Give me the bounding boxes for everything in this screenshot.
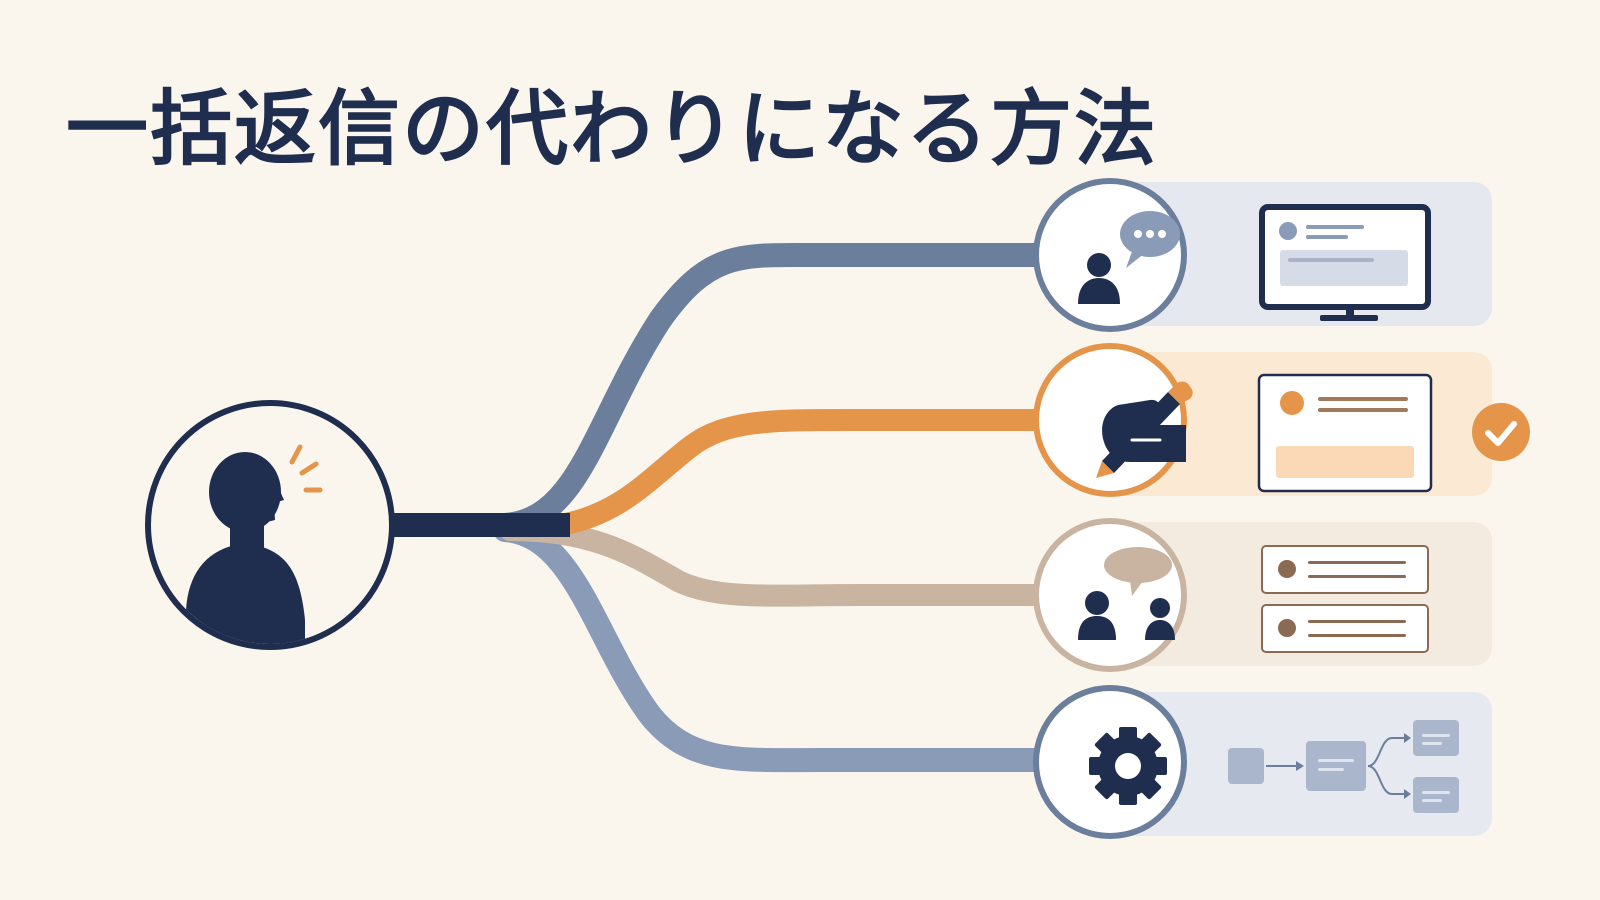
connector-option-4 bbox=[493, 518, 1070, 773]
desktop-monitor-message-icon bbox=[1259, 204, 1431, 321]
idea-spark-icon bbox=[289, 444, 323, 493]
stacked-message-cards-icon bbox=[1261, 545, 1429, 653]
connector-option-3 bbox=[499, 519, 1069, 607]
two-people-speech-bubble-icon bbox=[1078, 547, 1175, 640]
option-node-1[interactable] bbox=[1033, 178, 1187, 332]
option-node-3[interactable] bbox=[1033, 518, 1187, 672]
connector-option-1 bbox=[493, 242, 1070, 537]
hand-pencil-icon bbox=[1096, 381, 1193, 478]
source-trunk bbox=[385, 513, 570, 537]
page-title: 一括返信の代わりになる方法 bbox=[66, 81, 1159, 177]
person-speech-bubble-icon bbox=[1078, 211, 1180, 304]
workflow-branch-icon bbox=[1228, 720, 1459, 813]
option-panel-4 bbox=[1110, 692, 1492, 836]
gear-icon bbox=[1089, 727, 1167, 805]
option-node-4[interactable] bbox=[1033, 685, 1187, 839]
message-card-icon bbox=[1257, 373, 1433, 493]
check-circle-icon bbox=[1472, 403, 1530, 461]
connector-option-2 bbox=[549, 409, 1069, 536]
option-node-2[interactable] bbox=[1033, 343, 1193, 497]
source-node bbox=[145, 400, 395, 650]
